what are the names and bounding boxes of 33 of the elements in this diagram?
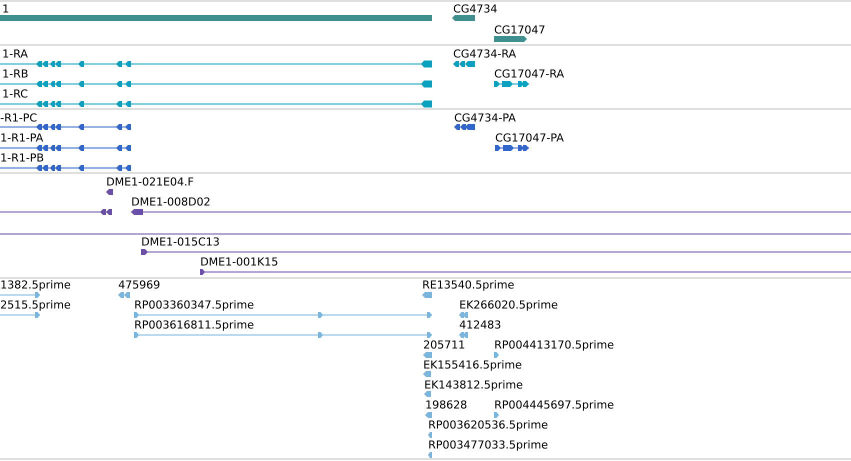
feature-label: EK155416.5prime — [424, 360, 522, 371]
feature-label: 1382.5prime — [1, 280, 70, 291]
feature-label: RP003616811.5prime — [135, 320, 254, 331]
feature-label: 198628 — [426, 400, 466, 409]
feature-label: 1-RB — [3, 70, 28, 78]
feature-label: RP003360347.5prime — [135, 300, 254, 311]
feature-label: CG4734-PA — [454, 113, 516, 122]
feature-label: CG17047 — [494, 25, 544, 34]
feature-label: RP004445697.5prime — [495, 400, 614, 411]
feature-label: DME1-021E04.F — [107, 177, 194, 186]
feature-label: RP004413170.5prime — [495, 340, 614, 351]
feature-label: DME1-015C13 — [142, 237, 219, 246]
feature-label: RP003620536.5prime — [429, 420, 548, 431]
feature-label: 1-R1-PA — [1, 134, 44, 142]
feature-label: CG4734 — [454, 4, 497, 13]
feature-label: RP003477033.5prime — [429, 440, 548, 451]
feature-label: 1-R1-PB — [1, 154, 44, 162]
feature-label: 475969 — [118, 280, 160, 289]
feature-label: EK266020.5prime — [460, 300, 558, 311]
feature-label: 1-RA — [3, 50, 28, 58]
feature-label: CG17047-PA — [496, 133, 564, 142]
feature-label: 1 — [3, 4, 8, 12]
feature-label: 2515.5prime — [1, 300, 70, 311]
feature-label: DME1-001K15 — [201, 257, 278, 266]
feature-label: -R1-PC — [0, 113, 36, 122]
feature-label: 1-RC — [3, 89, 28, 98]
feature-label: 205711 — [424, 340, 464, 349]
feature-label: DME1-008D02 — [132, 197, 210, 206]
feature-label: CG4734-RA — [454, 49, 516, 58]
feature-label: CG17047-RA — [494, 69, 564, 78]
feature-label: EK143812.5prime — [425, 380, 522, 391]
feature-label: 412483 — [460, 320, 500, 329]
feature-label: RE13540.5prime — [423, 280, 514, 291]
